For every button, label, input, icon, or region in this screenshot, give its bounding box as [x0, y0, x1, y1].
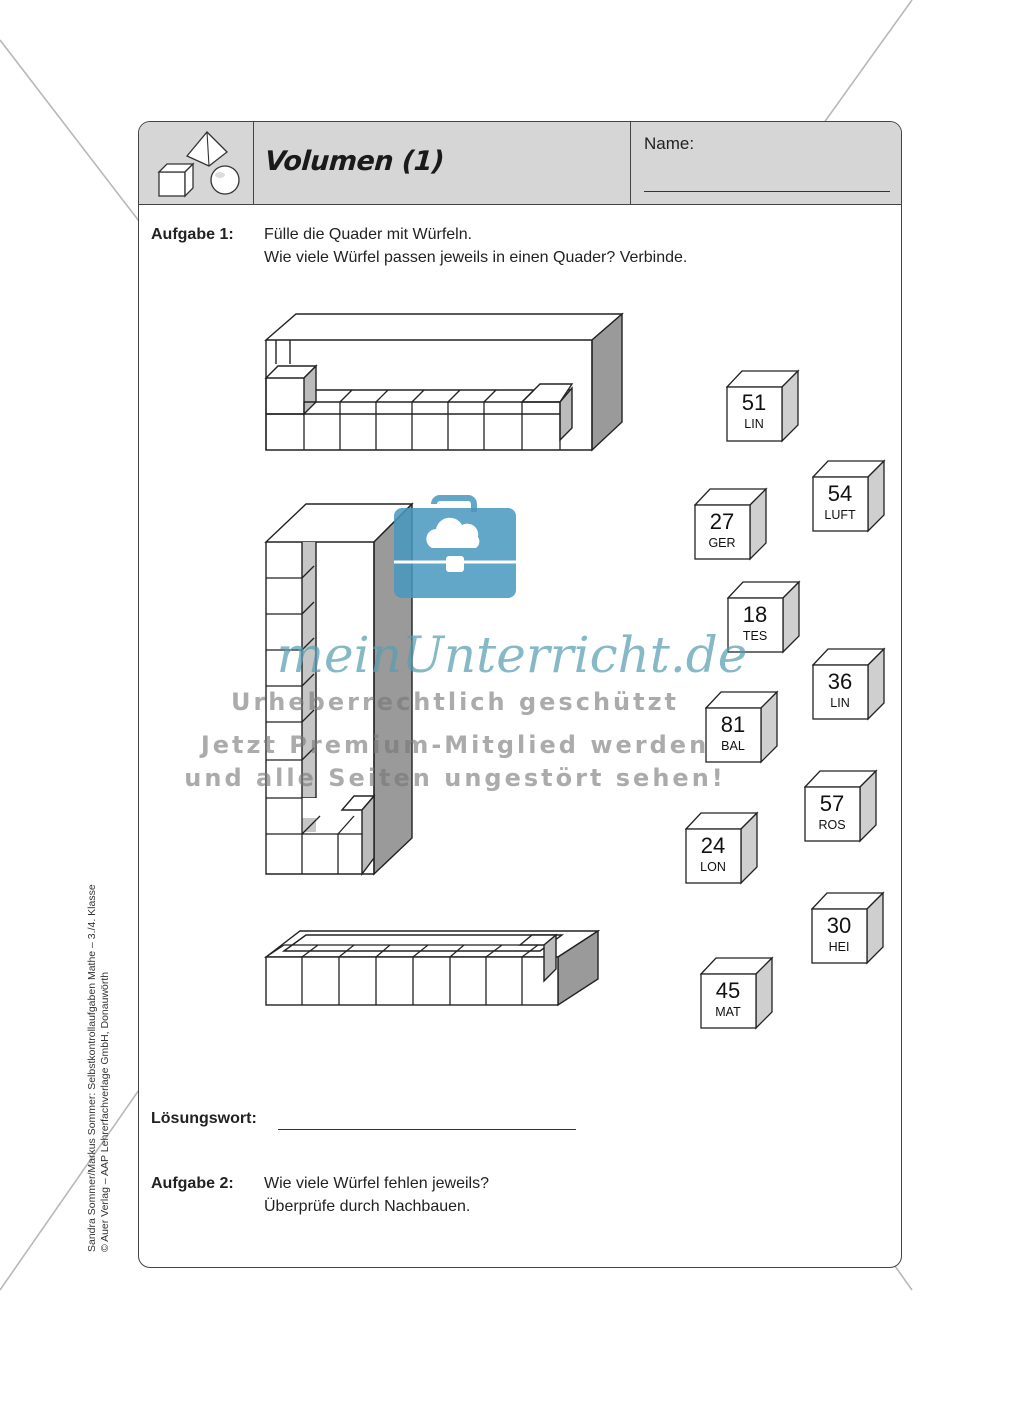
cuboid-drawing-3	[263, 929, 601, 1007]
cube-number: 24	[700, 833, 726, 858]
answer-cube[interactable]: 36 LIN	[812, 647, 892, 727]
task1-line1: Fülle die Quader mit Würfeln.	[264, 226, 473, 243]
task1-label: Aufgabe 1:	[151, 226, 234, 243]
answer-cube[interactable]: 57 ROS	[804, 769, 884, 849]
cube-number: 57	[819, 791, 845, 816]
cuboid-drawing-1	[264, 312, 624, 452]
cube-number: 30	[826, 913, 852, 938]
task2-line1: Wie viele Würfel fehlen jeweils?	[264, 1175, 489, 1192]
solution-word-field[interactable]	[278, 1129, 576, 1130]
cube-word: LUFT	[824, 508, 856, 522]
publisher-credit: Sandra Sommer/Markus Sommer: Selbstkontr…	[86, 884, 112, 1252]
answer-cube[interactable]: 18 TES	[727, 580, 807, 660]
cube-number: 36	[827, 669, 853, 694]
cube-number: 18	[742, 602, 768, 627]
cube-icon	[812, 647, 886, 721]
watermark-line2: Jetzt Premium-Mitglied werden	[200, 731, 710, 759]
answer-cube[interactable]: 24 LON	[685, 811, 765, 891]
geometric-shapes-icon	[157, 131, 240, 198]
answer-cube[interactable]: 81 BAL	[705, 690, 785, 770]
answer-cube[interactable]: 30 HEI	[811, 891, 891, 971]
cube-icon	[812, 459, 886, 533]
watermark-line1: Urheberrechtlich geschützt	[230, 688, 680, 716]
name-label: Name:	[644, 134, 695, 153]
cube-icon	[705, 690, 779, 764]
cube-word: ROS	[818, 818, 846, 832]
cube-word: HEI	[828, 940, 850, 954]
task2-label: Aufgabe 2:	[151, 1175, 234, 1192]
cube-word: GER	[708, 536, 736, 550]
name-field[interactable]	[644, 191, 890, 192]
answer-cube[interactable]: 51 LIN	[726, 369, 806, 449]
cube-icon	[804, 769, 878, 843]
header-divider	[253, 122, 254, 204]
worksheet-header: Volumen (1) Name:	[139, 122, 901, 205]
cube-word: TES	[742, 629, 768, 643]
cube-word: LIN	[744, 417, 764, 431]
credit-line1: Sandra Sommer/Markus Sommer: Selbstkontr…	[86, 884, 98, 1252]
solution-label: Lösungswort:	[151, 1110, 257, 1127]
answer-cube[interactable]: 27 GER	[694, 487, 774, 567]
cube-icon	[727, 580, 801, 654]
cube-icon	[811, 891, 885, 965]
cube-icon	[700, 956, 774, 1030]
task2-instructions: Wie viele Würfel fehlen jeweils? Überprü…	[264, 1172, 489, 1218]
cube-number: 54	[827, 481, 853, 506]
task1-instructions: Fülle die Quader mit Würfeln. Wie viele …	[264, 223, 687, 269]
cube-number: 45	[715, 978, 741, 1003]
cube-icon	[694, 487, 768, 561]
cube-icon	[726, 369, 800, 443]
cube-word: LON	[700, 860, 726, 874]
cube-word: BAL	[721, 739, 745, 753]
header-divider	[630, 122, 631, 204]
watermark-line3: und alle Seiten ungestört sehen!	[184, 764, 726, 792]
cube-number: 81	[720, 712, 746, 737]
task2-line2: Überprüfe durch Nachbauen.	[264, 1198, 471, 1215]
cube-number: 51	[741, 390, 767, 415]
briefcase-cloud-icon	[394, 495, 516, 598]
credit-line2: © Auer Verlag – AAP Lehrerfachverlage Gm…	[99, 971, 111, 1252]
cube-word: LIN	[830, 696, 850, 710]
answer-cube[interactable]: 54 LUFT	[812, 459, 892, 539]
watermark-brand: meinUnterricht.de	[276, 626, 748, 684]
task1-line2: Wie viele Würfel passen jeweils in einen…	[264, 249, 688, 266]
answer-cube[interactable]: 45 MAT	[700, 956, 780, 1036]
cube-icon	[685, 811, 759, 885]
page-title: Volumen (1)	[263, 146, 446, 177]
cube-number: 27	[709, 509, 735, 534]
cube-word: MAT	[715, 1005, 741, 1019]
